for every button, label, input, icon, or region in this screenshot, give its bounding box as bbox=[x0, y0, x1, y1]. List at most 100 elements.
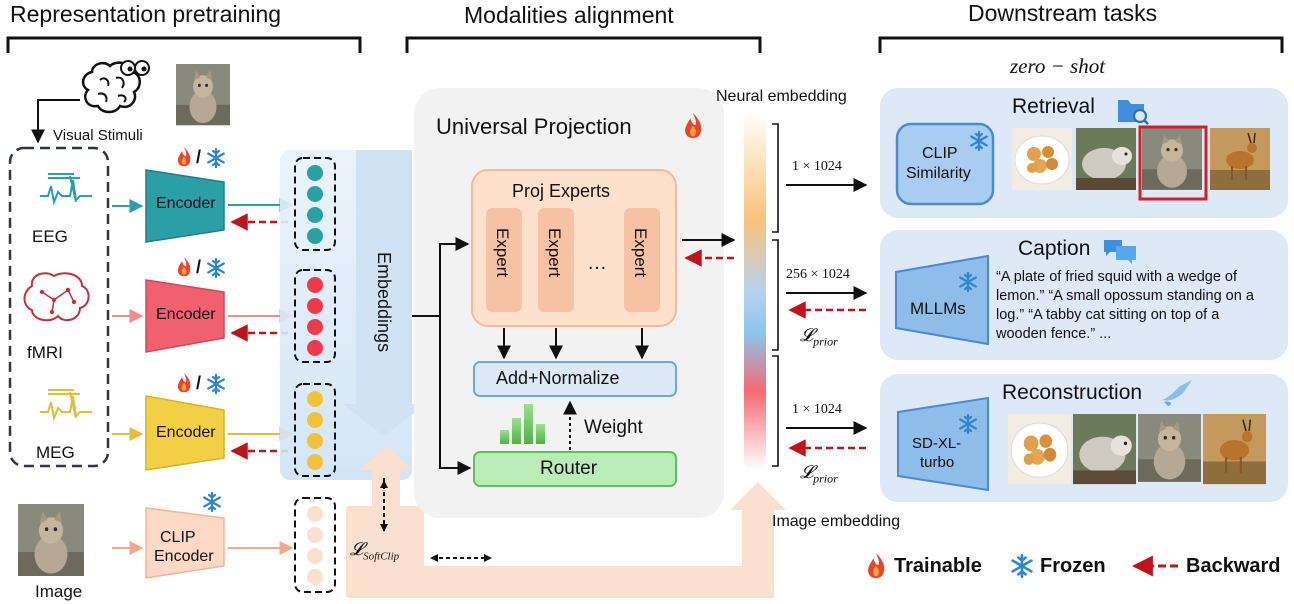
stimulus-cat-image bbox=[176, 64, 230, 126]
bracket-recon-slice bbox=[772, 355, 779, 467]
chat-bubbles-icon bbox=[1104, 240, 1136, 264]
eeg-embedding-tokens bbox=[294, 157, 336, 251]
eeg-icon bbox=[40, 173, 92, 206]
recon-image-antelope bbox=[1201, 412, 1268, 486]
brush-icon bbox=[1162, 380, 1192, 406]
bar-chart-icon bbox=[500, 404, 545, 444]
bracket-downstream bbox=[878, 36, 1284, 53]
brain-icon bbox=[81, 60, 150, 114]
meg-encoder bbox=[145, 395, 225, 471]
bracket-pretraining bbox=[6, 36, 362, 53]
recon-dim-label: 1 × 1024 bbox=[792, 402, 842, 417]
fmri-snowflake-icon bbox=[207, 257, 225, 279]
expert-3 bbox=[624, 208, 660, 312]
caption-prior-loss: 𝓛prior bbox=[800, 325, 838, 349]
retrieval-image-antelope bbox=[1209, 127, 1271, 191]
legend-trainable: Trainable bbox=[894, 555, 982, 577]
eeg-flame-icon bbox=[177, 147, 191, 167]
meg-snowflake-icon bbox=[207, 373, 225, 395]
meg-label: MEG bbox=[36, 443, 75, 462]
fmri-flame-icon bbox=[177, 257, 191, 277]
softclip-band bbox=[346, 482, 786, 598]
input-cat-image bbox=[18, 504, 84, 576]
input-to-router-arrow bbox=[439, 316, 472, 475]
router-label: Router bbox=[540, 458, 598, 479]
meg-icon bbox=[40, 389, 92, 422]
fmri-slash: / bbox=[196, 257, 202, 277]
eeg-snowflake-icon bbox=[207, 147, 225, 169]
recon-prior-loss: 𝓛prior bbox=[800, 462, 838, 486]
visual-stimuli-label: Visual Stimuli bbox=[53, 127, 143, 144]
expert-2 bbox=[538, 208, 574, 312]
meg-flame-icon bbox=[177, 373, 191, 393]
eeg-encoder-label: Encoder bbox=[156, 195, 216, 212]
clip-similarity-label-2: Similarity bbox=[906, 165, 971, 182]
retrieval-image-cat bbox=[1142, 128, 1202, 190]
softclip-up-arrow bbox=[360, 446, 412, 506]
expert-1-label: Expert bbox=[493, 228, 512, 278]
embeddings-down-arrow bbox=[342, 150, 426, 436]
clip-encoder-label-1: CLIP bbox=[160, 529, 196, 546]
image-label: Image bbox=[35, 582, 83, 601]
section-title-pretraining: Representation pretraining bbox=[10, 1, 282, 27]
fmri-encoder bbox=[145, 279, 225, 353]
mllms-label: MLLMs bbox=[910, 299, 966, 318]
bracket-alignment bbox=[405, 36, 762, 53]
bracket-retrieval-slice bbox=[772, 123, 779, 233]
router-box bbox=[473, 451, 677, 487]
fmri-embedding-tokens bbox=[294, 269, 336, 363]
clip-similarity-box bbox=[895, 122, 995, 206]
retrieval-title: Retrieval bbox=[1012, 95, 1095, 118]
recon-image-cat bbox=[1138, 414, 1201, 482]
caption-output-text: “A plate of fried squid with a wedge of … bbox=[996, 269, 1254, 342]
add-normalize-label: Add+Normalize bbox=[496, 368, 620, 388]
stimuli-arrow bbox=[31, 99, 80, 144]
sdxl-turbo-box bbox=[897, 396, 989, 492]
clip-snowflake-icon bbox=[203, 491, 221, 513]
neural-embedding-bar bbox=[744, 112, 766, 470]
folder-search-icon bbox=[1118, 100, 1149, 125]
experts-ellipsis: … bbox=[587, 252, 607, 274]
retrieval-image-opossum bbox=[1076, 128, 1136, 190]
eeg-encoder bbox=[145, 169, 225, 243]
input-to-experts-arrow bbox=[412, 237, 470, 317]
clip-similarity-label-1: CLIP bbox=[922, 145, 958, 162]
reconstruction-title: Reconstruction bbox=[1002, 381, 1143, 404]
weight-label: Weight bbox=[584, 417, 643, 438]
image-embedding-label: Image embedding bbox=[772, 513, 901, 530]
section-title-downstream: Downstream tasks bbox=[968, 0, 1158, 26]
modality-group bbox=[8, 146, 110, 468]
zero-shot-label: zero − shot bbox=[1010, 54, 1106, 78]
retrieval-selected-highlight bbox=[1138, 125, 1208, 201]
neural-embedding-label: Neural embedding bbox=[716, 88, 847, 105]
expert-3-label: Expert bbox=[631, 228, 650, 278]
mllms-box bbox=[895, 254, 989, 346]
meg-embedding-tokens bbox=[294, 383, 336, 477]
embeddings-label: Embeddings bbox=[374, 252, 394, 353]
sdxl-label-1: SD-XL- bbox=[912, 435, 962, 452]
retrieval-image-squid bbox=[1011, 127, 1073, 191]
sdxl-label-2: turbo bbox=[920, 454, 955, 471]
caption-title: Caption bbox=[1018, 237, 1091, 260]
expert-1 bbox=[486, 208, 522, 312]
meg-slash: / bbox=[196, 373, 202, 393]
legend-flame-icon bbox=[868, 553, 885, 579]
recon-image-squid bbox=[1007, 413, 1072, 485]
universal-projection-title: Universal Projection bbox=[436, 114, 632, 139]
caption-dim-label: 256 × 1024 bbox=[786, 267, 850, 282]
add-normalize-box bbox=[473, 361, 677, 397]
fmri-brain-icon bbox=[23, 272, 90, 322]
fmri-encoder-label: Encoder bbox=[156, 306, 216, 323]
meg-encoder-label: Encoder bbox=[156, 424, 216, 441]
legend-frozen: Frozen bbox=[1040, 555, 1106, 577]
clip-encoder bbox=[145, 507, 225, 579]
proj-experts-title: Proj Experts bbox=[512, 181, 611, 201]
retrieval-dim-label: 1 × 1024 bbox=[792, 159, 842, 174]
softclip-loss-label: 𝓛SoftClip bbox=[350, 539, 400, 563]
fmri-label: fMRI bbox=[27, 343, 63, 362]
legend-backward: Backward bbox=[1186, 555, 1281, 577]
expert-2-label: Expert bbox=[545, 228, 564, 278]
clip-embedding-tokens bbox=[294, 497, 336, 593]
eeg-label: EEG bbox=[32, 227, 68, 246]
